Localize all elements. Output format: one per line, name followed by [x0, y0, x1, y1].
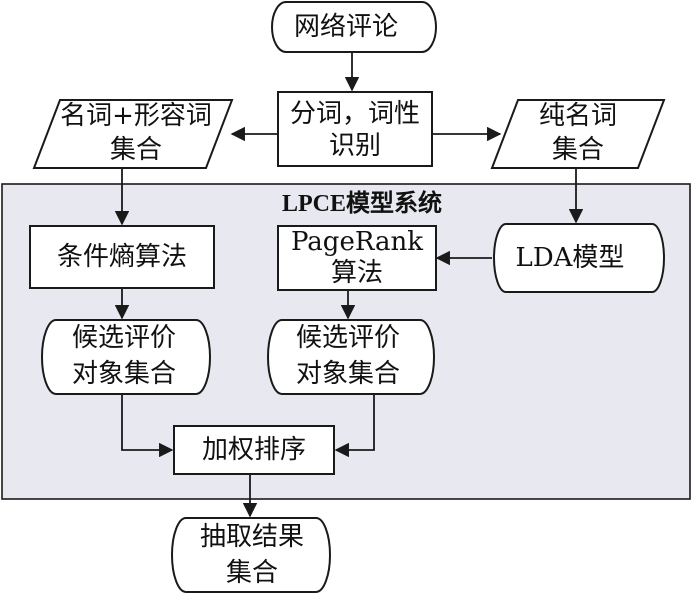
node-candidate-right-label-line2: 对象集合: [296, 359, 400, 389]
node-noun-adjective-label-line2: 集合: [110, 135, 162, 165]
node-conditional-entropy: 条件熵算法: [29, 225, 215, 289]
node-extraction-label-line1: 抽取结果: [200, 522, 304, 552]
node-candidate-left-label-line1: 候选评价: [72, 323, 176, 353]
node-network-reviews: 网络评论: [271, 0, 437, 53]
node-candidate-right-label-line1: 候选评价: [296, 323, 400, 353]
node-noun-adjective-label-line1: 名词+形容词: [60, 101, 212, 131]
node-segmentation: 分词，词性 识别: [277, 91, 433, 167]
edges: [114, 52, 584, 518]
node-pure-noun-label-line1: 纯名词: [539, 101, 617, 131]
edge-candidate-right-to-ranking: [334, 394, 375, 458]
node-conditional-entropy-label: 条件熵算法: [57, 242, 187, 272]
node-segmentation-label-line1: 分词，词性: [290, 99, 420, 129]
node-pagerank-label-line2: 算法: [331, 258, 383, 288]
node-segmentation-label-line2: 识别: [329, 131, 381, 161]
node-candidate-left-label-line2: 对象集合: [72, 359, 176, 389]
node-candidate-set-right: 候选评价 对象集合: [267, 319, 435, 395]
node-weighted-ranking: 加权排序: [173, 425, 335, 475]
node-pure-noun-set: 纯名词 集合: [490, 99, 666, 169]
node-pure-noun-label-line2: 集合: [552, 135, 604, 165]
node-candidate-set-left: 候选评价 对象集合: [41, 319, 211, 395]
node-extraction-label-line2: 集合: [226, 558, 278, 588]
node-lda-model-label: LDA模型: [516, 243, 625, 273]
node-extraction-result: 抽取结果 集合: [171, 517, 331, 593]
edge-candidate-left-to-ranking: [121, 394, 174, 458]
node-lda-model: LDA模型: [493, 223, 665, 293]
node-pagerank-label-line1: PageRank: [291, 227, 423, 257]
node-noun-adjective-set: 名词+形容词 集合: [32, 99, 234, 169]
panel-title: LPCE模型系统: [282, 189, 442, 217]
node-network-reviews-label: 网络评论: [294, 12, 398, 42]
node-pagerank: PageRank 算法: [277, 225, 437, 291]
node-weighted-ranking-label: 加权排序: [202, 435, 306, 465]
